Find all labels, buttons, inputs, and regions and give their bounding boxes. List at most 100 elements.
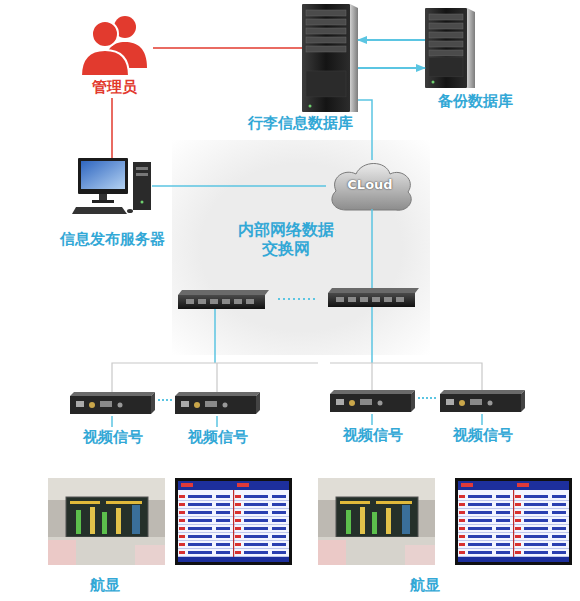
photo-bar	[132, 505, 140, 534]
table-header	[178, 481, 289, 490]
box-top	[440, 390, 525, 394]
table-rows	[178, 493, 289, 557]
power-led	[309, 105, 312, 108]
photo-bar	[386, 508, 391, 534]
video-shape	[330, 390, 415, 412]
server-shape	[302, 4, 358, 112]
node-label: 行李信息数据库	[240, 114, 360, 132]
backup-server: 备份数据库	[425, 8, 475, 88]
table-divider	[233, 490, 234, 557]
drive-bay	[306, 28, 346, 34]
drive-bay	[429, 23, 463, 29]
server-front	[302, 4, 350, 112]
display-photo	[48, 478, 165, 565]
photo-bar	[76, 510, 81, 534]
photo-ceiling	[318, 478, 435, 500]
node-label: CLoud	[326, 177, 414, 193]
photo-bar	[372, 512, 377, 534]
photo-blur	[318, 540, 346, 565]
box-port	[181, 401, 189, 407]
server-vent	[429, 58, 463, 77]
photo-floor	[48, 537, 165, 565]
signal-tick	[371, 414, 373, 425]
table-footer	[178, 557, 289, 562]
connector	[358, 39, 425, 41]
drive-bay	[429, 32, 463, 38]
drive-bay	[429, 14, 463, 20]
table-header-mark	[181, 483, 193, 487]
box-front	[70, 396, 151, 414]
photo-bar	[90, 507, 95, 534]
node-label: 视频信号	[55, 428, 170, 446]
admin-icon: 管理员	[75, 12, 153, 98]
monitor-screen	[81, 161, 125, 189]
display-frame	[175, 478, 292, 565]
box-port	[205, 401, 217, 407]
ellipsis-dots	[418, 397, 438, 399]
box-front	[175, 396, 256, 414]
signal-tick	[481, 414, 483, 425]
photo-blur	[135, 545, 165, 565]
photo-bar	[376, 501, 412, 504]
box-port	[336, 399, 344, 405]
photo-bar	[360, 507, 365, 534]
monitor-frame	[78, 158, 128, 194]
database-server: 行李信息数据库	[302, 4, 358, 112]
display-label: 航显	[82, 576, 128, 594]
video-box: 视频信号	[175, 392, 260, 414]
box-port	[118, 403, 123, 408]
server-side	[467, 8, 475, 88]
node-label: 视频信号	[425, 426, 540, 444]
mouse	[127, 209, 133, 213]
box-port	[459, 400, 465, 406]
photo-ceiling	[48, 478, 165, 500]
node-label: 管理员	[75, 78, 153, 96]
photo-bar	[402, 505, 410, 534]
box-port	[488, 401, 493, 406]
keyboard	[72, 207, 127, 214]
video-box: 视频信号	[440, 390, 525, 412]
display-photo	[318, 478, 435, 565]
box-port	[100, 401, 112, 407]
distribution-wire	[371, 363, 372, 390]
box-port	[349, 400, 355, 406]
power-led	[141, 201, 144, 204]
box-side	[411, 390, 415, 412]
video-shape	[175, 392, 260, 414]
box-front	[330, 394, 411, 412]
box-top	[70, 392, 155, 396]
photo-floor	[318, 537, 435, 565]
distribution-wire	[112, 363, 318, 392]
monitor-stand	[99, 194, 107, 200]
server-vent	[306, 71, 346, 97]
pc-shape	[72, 158, 152, 216]
cloud-shape: CLoud	[326, 160, 414, 215]
signal-tick	[216, 416, 218, 427]
photo-bar	[346, 510, 351, 534]
table-divider	[513, 490, 514, 557]
drive-bay	[429, 50, 463, 56]
photo-blur	[48, 540, 76, 565]
connector	[111, 98, 113, 158]
box-port	[194, 402, 200, 408]
tower-bay	[136, 167, 148, 170]
video-shape	[70, 392, 155, 414]
power-led	[432, 81, 435, 84]
person-head	[92, 21, 118, 47]
tower-bay	[136, 173, 148, 176]
server-front	[425, 8, 467, 88]
drive-bay	[306, 46, 346, 52]
drive-bay	[429, 41, 463, 47]
node-label: 信息发布服务器	[42, 230, 182, 248]
display-label: 航显	[402, 576, 448, 594]
distribution-wire	[330, 363, 482, 390]
drive-bay	[306, 19, 346, 25]
network-zone: 内部网络数据 交换网CLoud	[172, 140, 430, 355]
photo-bar	[106, 501, 142, 504]
video-box: 视频信号	[70, 392, 155, 414]
display-frame	[455, 478, 572, 565]
photo-blur	[405, 545, 435, 565]
photo-bar	[340, 501, 370, 504]
server-shape	[425, 8, 475, 88]
